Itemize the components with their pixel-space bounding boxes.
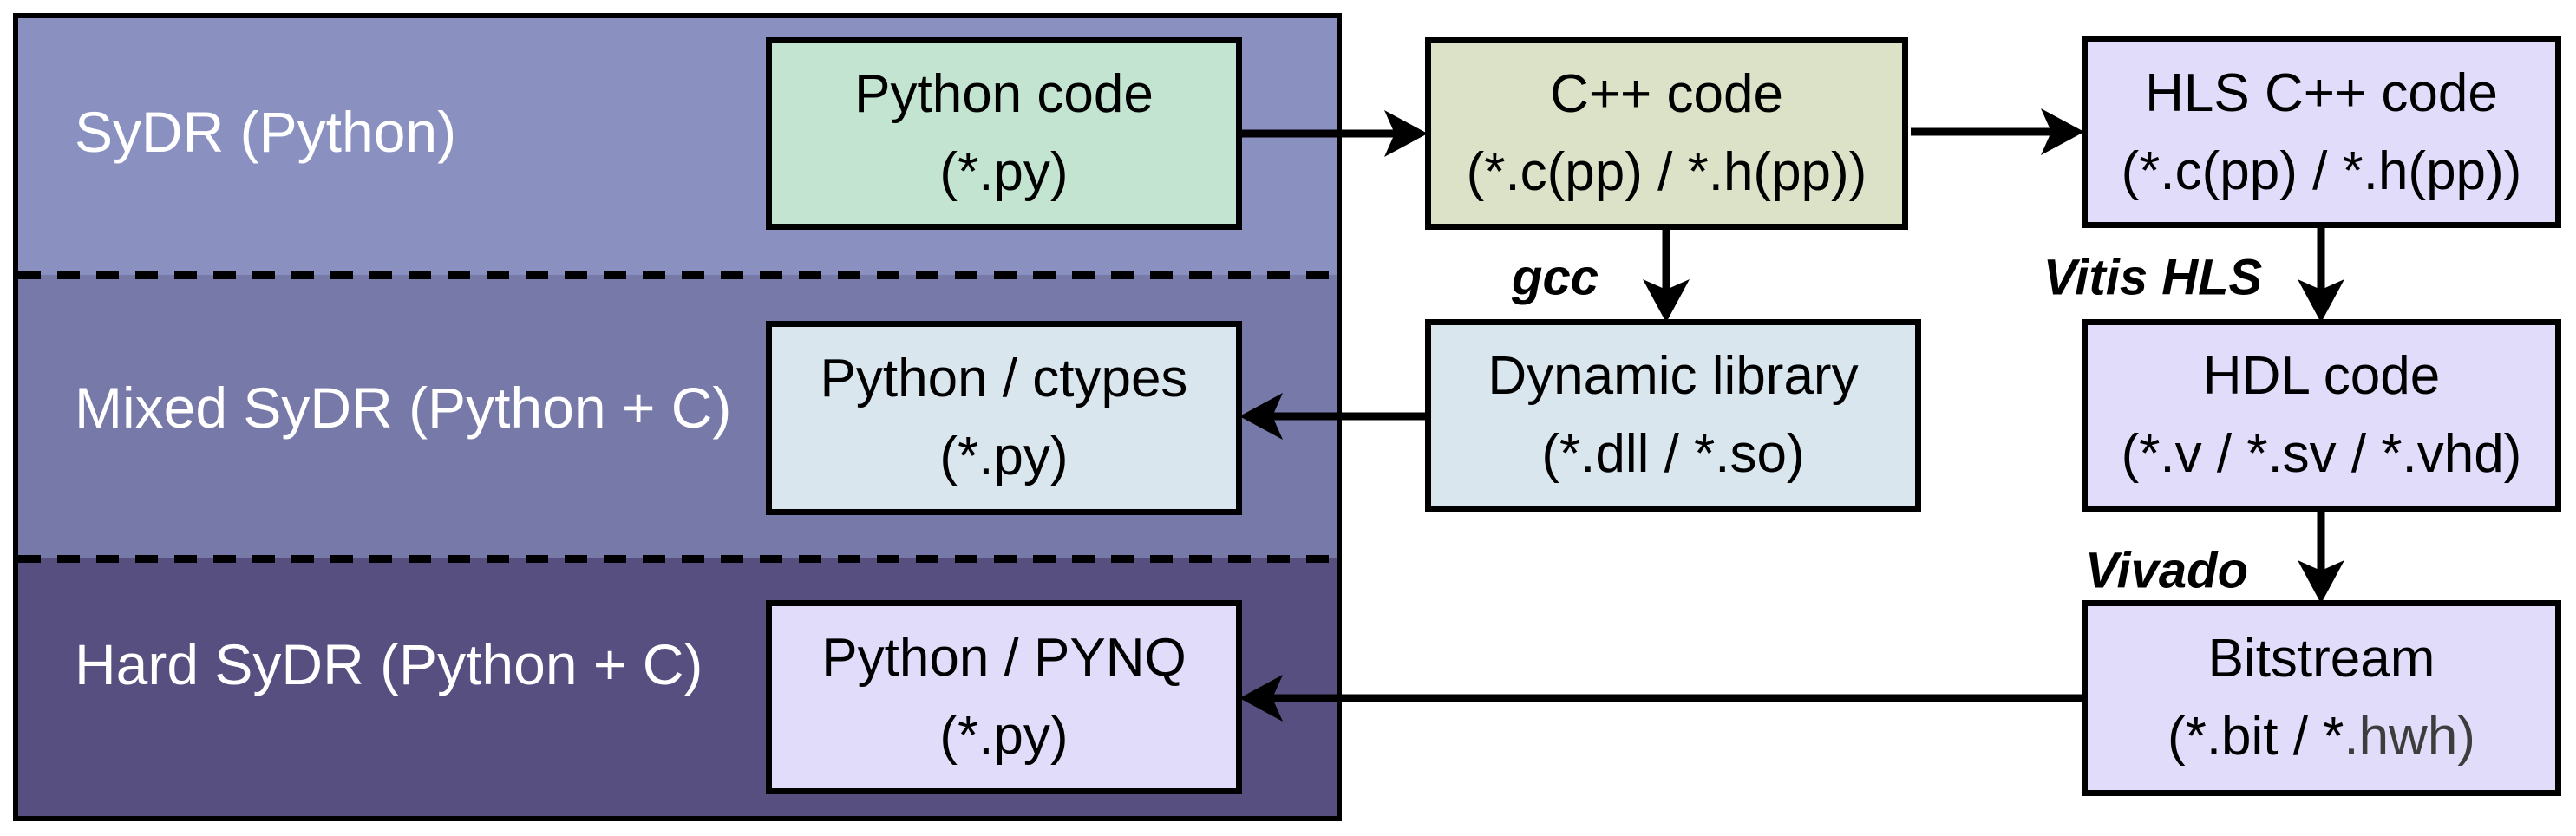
node-hdl-code-title: HDL code xyxy=(2202,346,2441,407)
node-hdl-code: HDL code (*.v / *.sv / *.vhd) xyxy=(2082,319,2561,512)
node-bitstream-files-suffix: .hwh) xyxy=(2344,707,2475,767)
node-hdl-code-files: (*.v / *.sv / *.vhd) xyxy=(2121,424,2522,484)
node-hls-cpp-code: HLS C++ code (*.c(pp) / *.h(pp)) xyxy=(2082,36,2561,228)
tool-label-gcc: gcc xyxy=(1512,249,1599,306)
band-sydr-python-label: SyDR (Python) xyxy=(75,100,457,164)
node-python-code-title: Python code xyxy=(854,64,1154,125)
node-python-pynq-files: (*.py) xyxy=(939,706,1069,766)
tool-label-vitis-hls: Vitis HLS xyxy=(2043,249,2263,306)
node-python-pynq: Python / PYNQ (*.py) xyxy=(766,600,1242,794)
node-dynamic-library: Dynamic library (*.dll / *.so) xyxy=(1425,319,1921,512)
band-divider-1 xyxy=(18,271,1337,279)
band-mixed-sydr-label: Mixed SyDR (Python + C) xyxy=(75,376,732,440)
node-bitstream: Bitstream (*.bit / *.hwh) xyxy=(2082,600,2561,796)
tool-label-vivado: Vivado xyxy=(2084,542,2249,599)
node-python-ctypes-title: Python / ctypes xyxy=(820,349,1188,409)
band-hard-sydr-label: Hard SyDR (Python + C) xyxy=(75,632,703,696)
arrow-hdl-code-to-bitstream xyxy=(2298,510,2344,604)
node-python-code: Python code (*.py) xyxy=(766,37,1242,230)
arrow-bitstream-to-python-pynq xyxy=(1239,675,2084,722)
node-python-code-files: (*.py) xyxy=(939,142,1069,202)
node-cpp-code-title: C++ code xyxy=(1550,64,1783,125)
node-python-pynq-title: Python / PYNQ xyxy=(821,628,1187,689)
arrow-cpp-code-to-dynamic-library xyxy=(1643,227,1690,323)
node-bitstream-files-prefix: (*.bit / * xyxy=(2167,707,2344,767)
node-cpp-code-files: (*.c(pp) / *.h(pp)) xyxy=(1466,142,1867,202)
node-python-ctypes-files: (*.py) xyxy=(939,427,1069,487)
node-hls-cpp-code-files: (*.c(pp) / *.h(pp)) xyxy=(2121,140,2522,201)
node-dynamic-library-files: (*.dll / *.so) xyxy=(1541,424,1805,484)
node-python-ctypes: Python / ctypes (*.py) xyxy=(766,321,1242,515)
node-dynamic-library-title: Dynamic library xyxy=(1487,346,1859,407)
node-bitstream-title: Bitstream xyxy=(2207,629,2435,689)
node-cpp-code: C++ code (*.c(pp) / *.h(pp)) xyxy=(1425,37,1908,230)
node-bitstream-files: (*.bit / *.hwh) xyxy=(2167,698,2475,776)
node-hls-cpp-code-title: HLS C++ code xyxy=(2145,62,2498,123)
arrow-cpp-code-to-hls-cpp-code xyxy=(1911,108,2084,155)
band-divider-2 xyxy=(18,555,1337,563)
arrow-hls-cpp-code-to-hdl-code xyxy=(2298,225,2344,323)
